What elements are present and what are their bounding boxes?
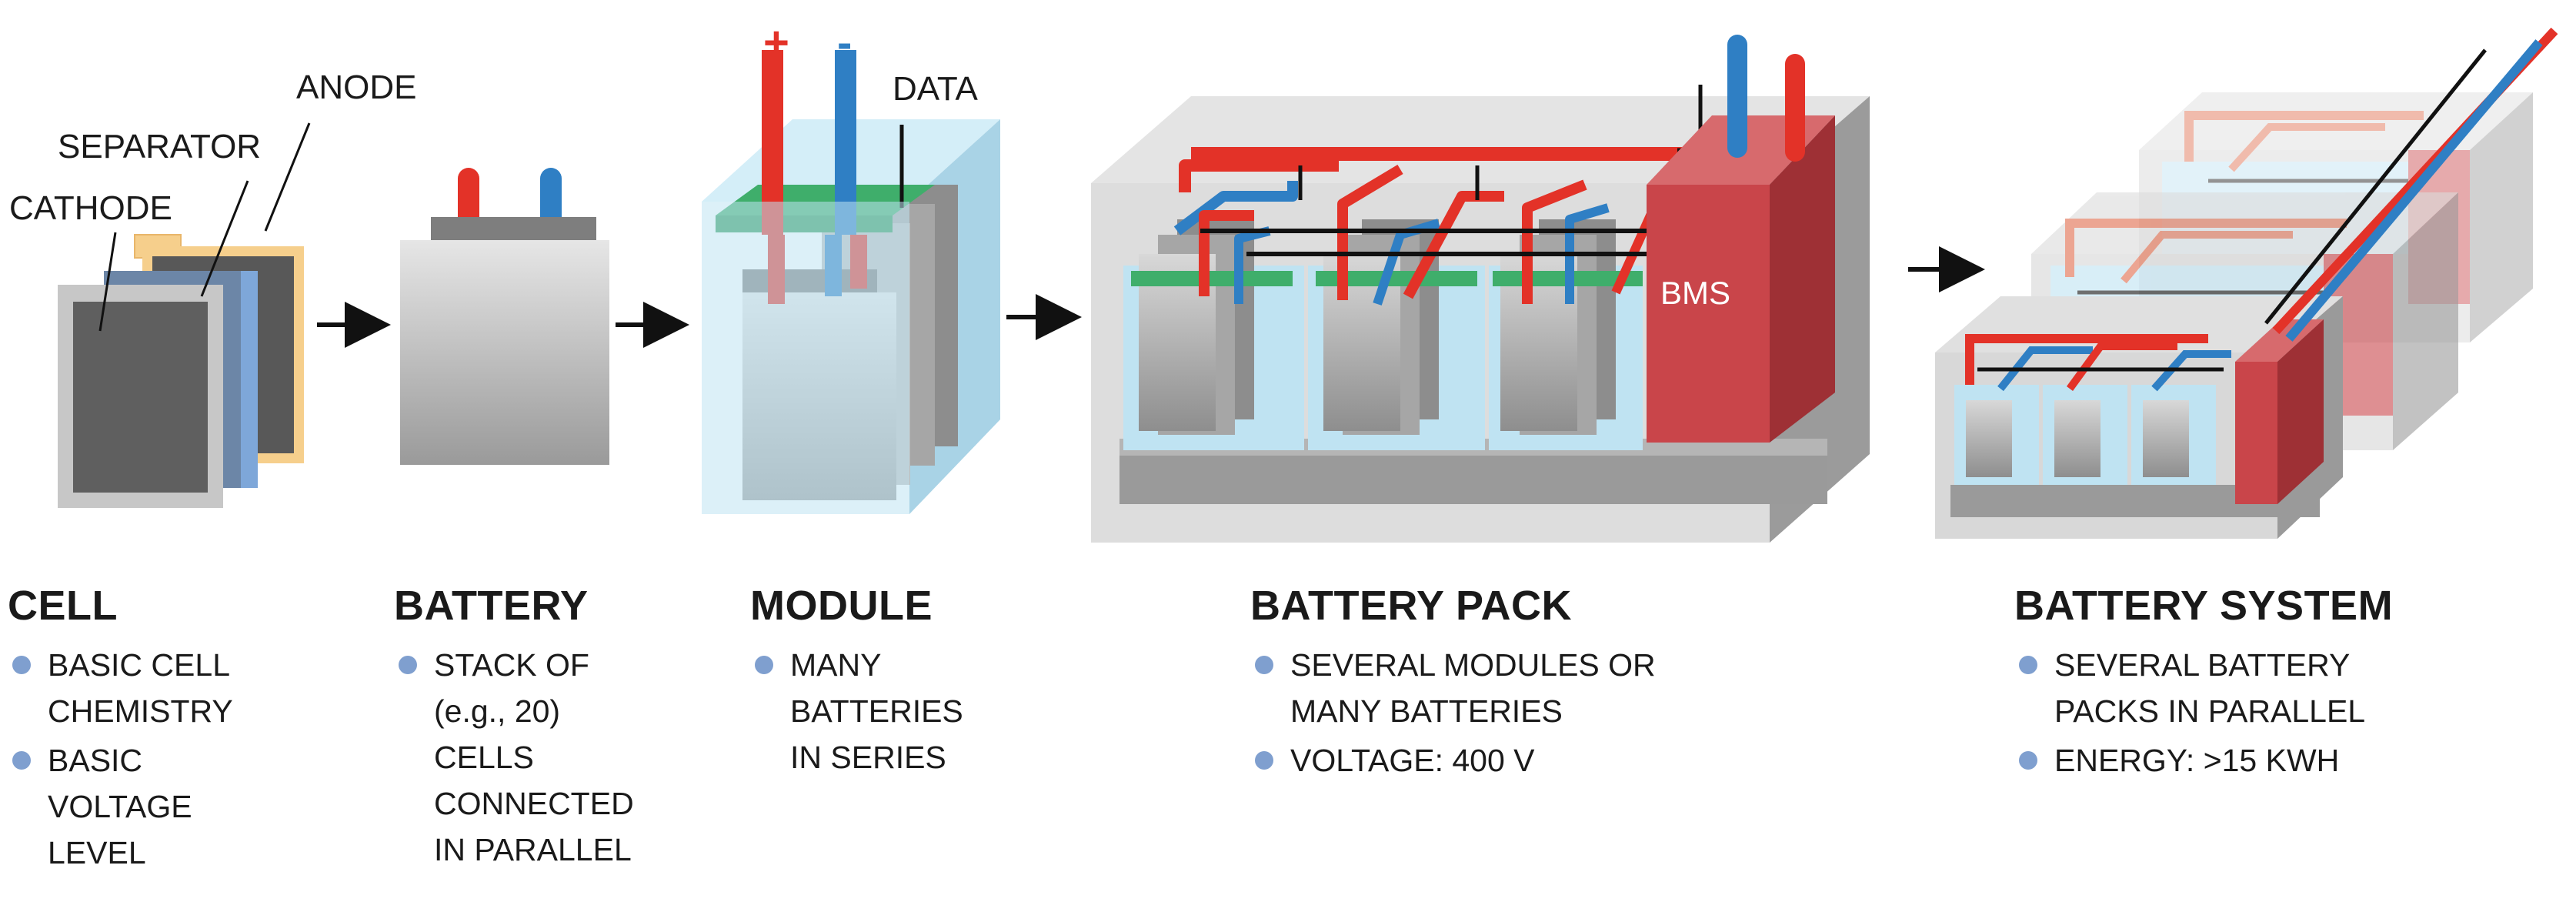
bullet-dot-icon [12,751,31,770]
minus-label: - [837,18,852,68]
cathode-layer [58,285,223,508]
list-item: VOLTAGE: 400 V [1250,737,1656,783]
stage-title: BATTERY PACK [1250,583,1573,629]
bullet-dot-icon [2019,656,2037,674]
stage-cell: CELL BASIC CELL CHEMISTRY BASIC VOLTAGE … [8,585,233,879]
separator-label: SEPARATOR [58,128,261,165]
bullet-list: STACK OF (e.g., 20) CELLS CONNECTED IN P… [394,642,634,873]
bullet-list: SEVERAL MODULES OR MANY BATTERIES VOLTAG… [1250,642,1656,783]
stage-module: MODULE MANY BATTERIES IN SERIES [750,585,963,783]
bullet-dot-icon [1255,656,1273,674]
plus-label: + [763,18,789,68]
anode-leader-line [264,122,311,232]
battery-illustration [400,168,609,465]
anode-label: ANODE [296,68,416,106]
bullet-dot-icon [12,656,31,674]
battery-pack-illustration: BMS [1091,35,1870,543]
list-item: STACK OF (e.g., 20) CELLS CONNECTED IN P… [394,642,634,873]
bms-label: BMS [1660,275,1730,311]
bullet-dot-icon [399,656,417,674]
bullet-dot-icon [2019,751,2037,770]
list-item: MANY BATTERIES IN SERIES [750,642,963,780]
stage-title: BATTERY [394,583,589,629]
bullet-list: MANY BATTERIES IN SERIES [750,642,963,780]
cathode-label: CATHODE [9,189,172,227]
list-item: SEVERAL MODULES OR MANY BATTERIES [1250,642,1656,734]
stage-title: CELL [8,583,118,629]
list-item: ENERGY: >15 KWH [2014,737,2393,783]
list-item: BASIC VOLTAGE LEVEL [8,737,233,876]
stage-battery-pack: BATTERY PACK SEVERAL MODULES OR MANY BAT… [1250,585,1656,787]
list-item: SEVERAL BATTERY PACKS IN PARALLEL [2014,642,2393,734]
battery-system-illustration [1935,27,2558,539]
data-label: DATA [893,70,978,108]
bullet-list: BASIC CELL CHEMISTRY BASIC VOLTAGE LEVEL [8,642,233,876]
system-pack-front [1935,296,2343,539]
stage-battery-system: BATTERY SYSTEM SEVERAL BATTERY PACKS IN … [2014,585,2393,787]
pack-module-1 [1123,219,1304,450]
stage-title: MODULE [750,583,933,629]
bullet-dot-icon [1255,751,1273,770]
separator-leader-line [200,180,249,297]
stage-battery: BATTERY STACK OF (e.g., 20) CELLS CONNEC… [394,585,634,876]
stage-title: BATTERY SYSTEM [2014,583,2394,629]
module-illustration: + - DATA [702,18,1000,514]
cell-illustration: ANODE SEPARATOR CATHODE [9,68,416,508]
bms-unit: BMS [1647,35,1835,443]
cathode-leader-line [98,232,117,332]
bullet-dot-icon [755,656,773,674]
list-item: BASIC CELL CHEMISTRY [8,642,233,734]
system-trunk-cables [2264,27,2558,342]
bullet-list: SEVERAL BATTERY PACKS IN PARALLEL ENERGY… [2014,642,2393,783]
